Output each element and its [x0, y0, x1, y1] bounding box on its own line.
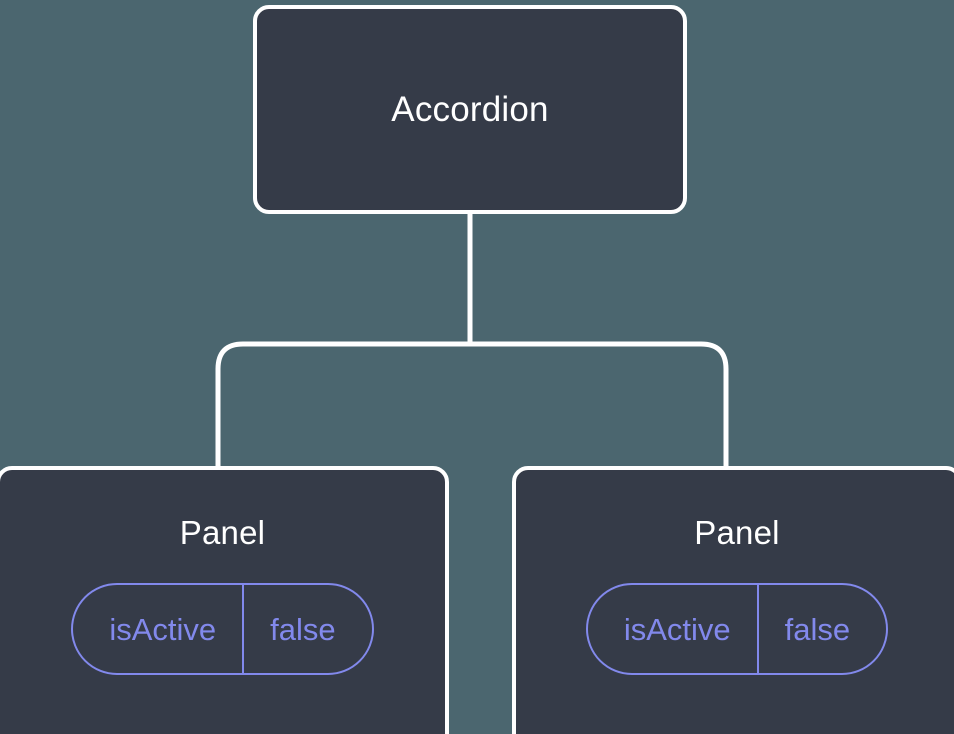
node-title: Panel	[694, 514, 780, 551]
tree-node-panel-right[interactable]: Panel isActive false	[512, 466, 954, 734]
prop-key: isActive	[109, 611, 217, 647]
prop-value: false	[756, 585, 886, 673]
tree-node-accordion[interactable]: Accordion	[253, 5, 687, 214]
node-title: Panel	[179, 514, 266, 551]
prop-value: false	[242, 585, 371, 673]
node-title: Accordion	[391, 90, 549, 129]
tree-node-panel-left[interactable]: Panel isActive false	[0, 466, 449, 734]
prop-badge-isactive[interactable]: isActive false	[585, 583, 889, 675]
prop-badge-isactive[interactable]: isActive false	[71, 583, 374, 675]
connector-branch-right	[470, 341, 729, 470]
connector-branch-left	[215, 341, 470, 470]
prop-key: isActive	[623, 611, 731, 647]
